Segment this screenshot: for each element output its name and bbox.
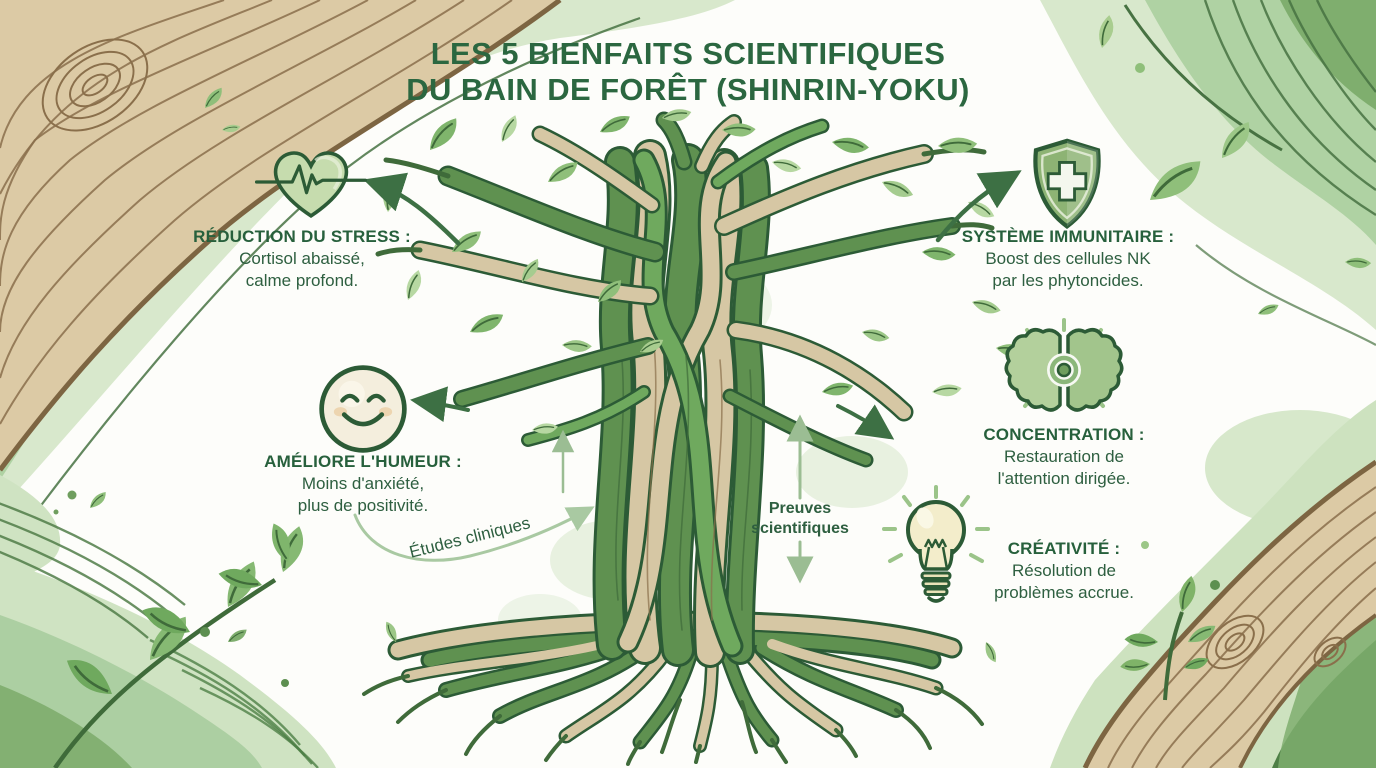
smiley-face-icon — [316, 362, 410, 456]
lightbulb-icon — [876, 484, 996, 616]
title-line-1: LES 5 BIENFAITS SCIENTIFIQUES — [430, 36, 946, 71]
scientific-proof-line2: scientifiques — [751, 519, 849, 537]
annotation-arrows — [353, 170, 1022, 584]
benefit-creativity-line1: Résolution de — [1012, 560, 1116, 580]
heart-pulse-icon — [253, 137, 369, 227]
benefit-immune-heading: SYSTÈME IMMUNITAIRE : — [961, 227, 1175, 246]
arrow-to-heart — [363, 172, 461, 246]
arrow-to-shield — [935, 170, 1022, 243]
benefit-mood-line2: plus de positivité. — [297, 495, 429, 515]
sprout-bottom-right — [1119, 573, 1219, 701]
arrow-to-lightbulb — [836, 404, 895, 440]
scientific-proof-line1: Preuves — [768, 500, 832, 517]
benefit-immune-line2: par les phytoncides. — [992, 270, 1144, 290]
shield-cross-icon — [1020, 136, 1114, 234]
benefit-stress: RÉDUCTION DU STRESS : Cortisol abaissé, … — [172, 226, 432, 291]
watercolor-corner-bottom-left — [0, 475, 336, 768]
arrow-to-smiley — [410, 386, 470, 423]
watercolor-corner-top-left — [0, 0, 735, 521]
benefit-creativity-line2: problèmes accrue. — [994, 582, 1134, 602]
brain-focus-icon — [1003, 314, 1125, 430]
watercolor-corner-top-right — [1040, 0, 1376, 346]
clinical-studies-arrow — [353, 506, 595, 562]
benefit-immune: SYSTÈME IMMUNITAIRE : Boost des cellules… — [938, 226, 1198, 291]
benefit-creativity-heading: CRÉATIVITÉ : — [1007, 539, 1121, 558]
title-line-2: DU BAIN DE FORÊT (SHINRIN-YOKU) — [406, 71, 970, 107]
central-tree — [362, 107, 1031, 766]
leafy-branch-bottom-left — [53, 521, 315, 768]
page-title: LES 5 BIENFAITS SCIENTIFIQUES DU BAIN DE… — [288, 36, 1088, 108]
benefit-mood: AMÉLIORE L'HUMEUR : Moins d'anxiété, plu… — [233, 451, 493, 516]
benefit-focus-heading: CONCENTRATION : — [983, 425, 1145, 444]
watercolor-corner-bottom-right — [1050, 400, 1376, 768]
benefit-stress-line2: calme profond. — [245, 270, 359, 290]
benefit-creativity: CRÉATIVITÉ : Résolution de problèmes acc… — [948, 538, 1180, 603]
benefit-focus-line2: l'attention dirigée. — [997, 468, 1131, 488]
scientific-proof-label: Preuves scientifiques — [742, 499, 858, 538]
benefit-stress-line1: Cortisol abaissé, — [239, 248, 365, 268]
benefit-immune-line1: Boost des cellules NK — [985, 248, 1151, 268]
benefit-focus: CONCENTRATION : Restauration de l'attent… — [948, 424, 1180, 489]
benefit-focus-line1: Restauration de — [1003, 446, 1125, 466]
benefit-stress-heading: RÉDUCTION DU STRESS : — [193, 227, 411, 246]
benefit-mood-heading: AMÉLIORE L'HUMEUR : — [264, 452, 462, 471]
wood-grain-bottom-right — [1082, 459, 1376, 768]
benefit-mood-line1: Moins d'anxiété, — [301, 473, 425, 493]
wood-grain-top-left — [0, 0, 562, 472]
